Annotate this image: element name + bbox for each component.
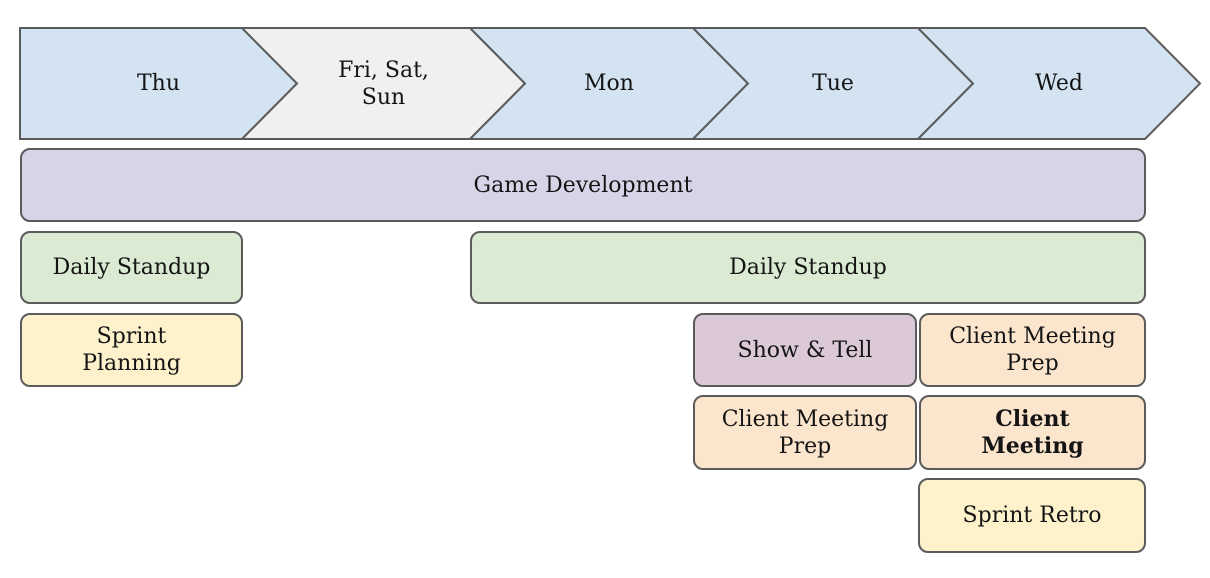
event-client-meeting-prep-tue: Client Meeting Prep <box>693 395 917 470</box>
event-daily-standup-thu: Daily Standup <box>20 231 243 304</box>
event-client-meeting-prep-wed: Client Meeting Prep <box>919 313 1146 387</box>
event-show-and-tell: Show & Tell <box>693 313 917 387</box>
day-chevron-band <box>19 27 1202 140</box>
event-client-meeting: Client Meeting <box>919 395 1146 470</box>
event-sprint-retro: Sprint Retro <box>918 478 1146 553</box>
event-game-development: Game Development <box>20 148 1146 222</box>
event-daily-standup-week: Daily Standup <box>470 231 1146 304</box>
chevron-wed <box>915 27 1202 140</box>
chevron-thu <box>19 27 299 140</box>
event-sprint-planning: Sprint Planning <box>20 313 243 387</box>
